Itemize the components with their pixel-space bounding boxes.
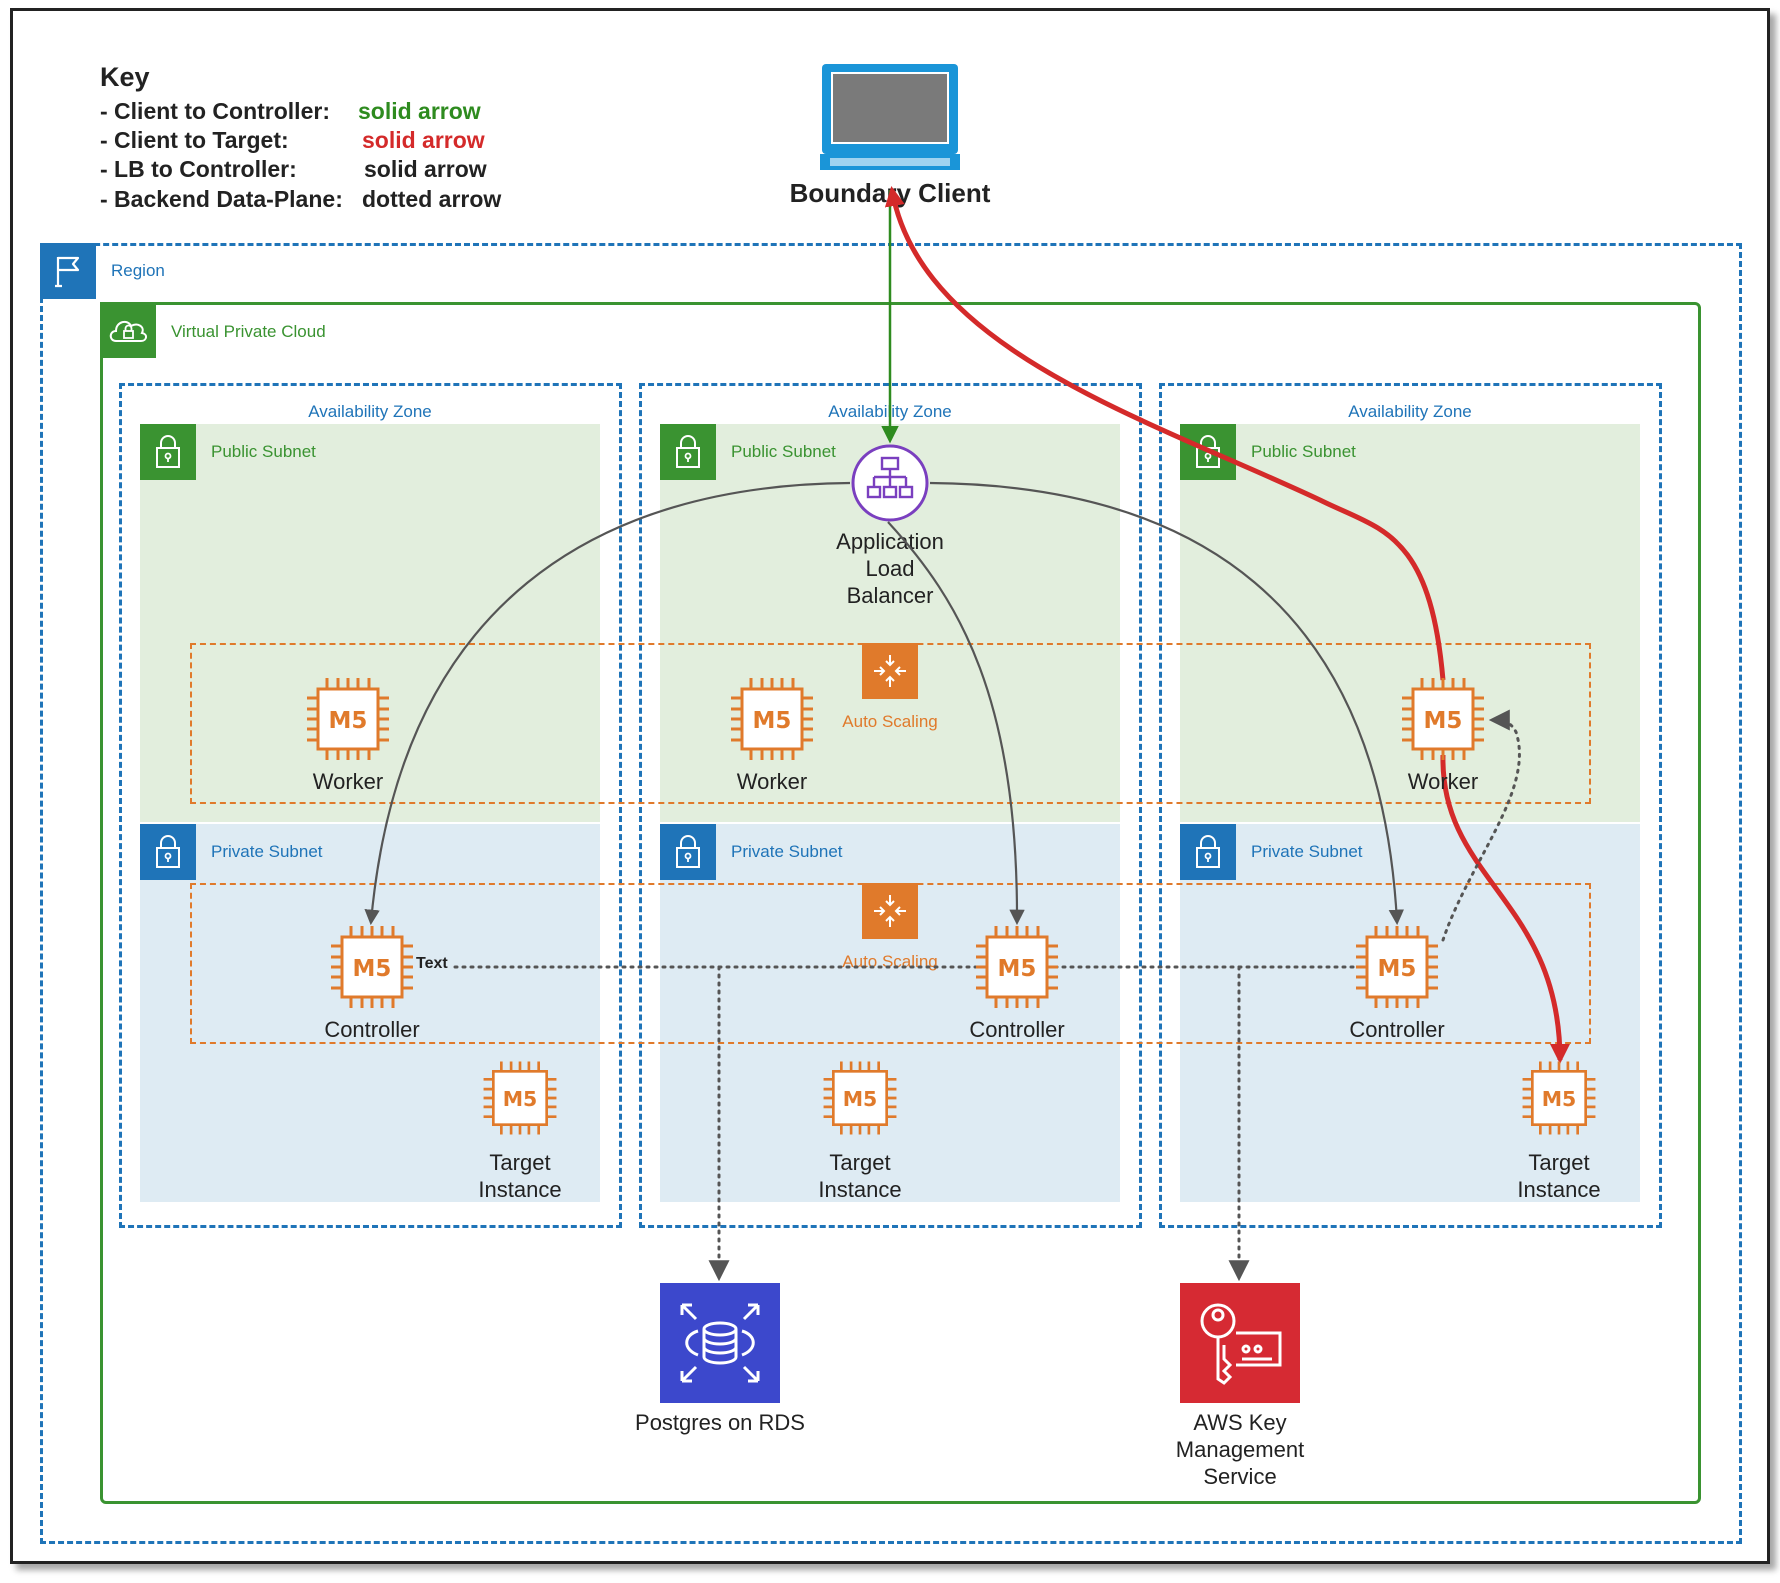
controller-auto-scaling-label: Auto Scaling [842,952,938,971]
legend-label-data-plane: - Backend Data-Plane: [100,186,343,212]
private-subnet-1-label: Private Subnet [211,842,323,861]
instance-type-text: M5 [753,708,792,734]
worker-3-label: Worker [1407,769,1479,794]
kms-label-line1: AWS Key [1193,1410,1287,1435]
rds-label: Postgres on RDS [635,1410,805,1435]
instance-type-text: M5 [503,1087,538,1111]
target-3-label-line1: Target [1528,1150,1590,1175]
vpc-label: Virtual Private Cloud [171,322,326,341]
legend-value-client-controller: solid arrow [358,98,481,124]
worker-auto-scaling-label: Auto Scaling [842,712,938,731]
instance-type-text: M5 [353,956,392,982]
legend-title: Key [100,62,150,92]
instance-type-text: M5 [1542,1087,1577,1111]
diagram-frame [10,8,1770,1564]
target-2-label-line1: Target [829,1150,891,1175]
target-2-label-line2: Instance [818,1177,902,1202]
lock-icon [140,424,196,480]
laptop-icon [820,62,960,182]
instance-type-text: M5 [329,708,368,734]
auto-scaling-icon [862,883,918,939]
boundary-client-label: Boundary Client [789,178,991,208]
controller-3-label: Controller [1349,1017,1445,1042]
instance-type-text: M5 [843,1087,878,1111]
availability-zone-1-label: Availability Zone [308,402,432,421]
legend-value-client-target: solid arrow [362,127,485,153]
instance-type-text: M5 [1378,956,1417,982]
load-balancer-label-line2: Load [865,556,915,581]
ec2-m5-icon: M5 [1398,674,1488,764]
ec2-m5-icon: M5 [327,922,417,1012]
private-subnet-3-label: Private Subnet [1251,842,1363,861]
load-balancer-icon [850,443,930,523]
public-subnet-2-label: Public Subnet [731,442,836,461]
worker-1-label: Worker [312,769,384,794]
ec2-m5-icon: M5 [1352,922,1442,1012]
instance-type-text: M5 [998,956,1037,982]
availability-zone-3-label: Availability Zone [1348,402,1472,421]
load-balancer-label-line1: Application [836,529,944,554]
legend-label-client-target: - Client to Target: [100,127,289,153]
ec2-m5-icon: M5 [480,1058,560,1138]
ec2-m5-icon: M5 [303,674,393,764]
load-balancer-label-line3: Balancer [846,583,934,608]
ec2-m5-icon: M5 [972,922,1062,1012]
lock-icon [660,824,716,880]
stray-text-label: Text [416,955,448,972]
vpc-cloud-icon [100,302,156,358]
auto-scaling-icon [862,643,918,699]
target-1-label-line2: Instance [478,1177,562,1202]
kms-label-line3: Service [1203,1464,1277,1489]
kms-label-line2: Management [1175,1437,1305,1462]
legend-label-client-controller: - Client to Controller: [100,98,330,124]
legend-value-data-plane: dotted arrow [362,186,502,212]
ec2-m5-icon: M5 [727,674,817,764]
ec2-m5-icon: M5 [1519,1058,1599,1138]
kms-key-icon [1180,1283,1300,1403]
legend-label-lb-controller: - LB to Controller: [100,156,297,182]
target-1-label-line1: Target [489,1150,551,1175]
controller-2-label: Controller [969,1017,1065,1042]
availability-zone-2-label: Availability Zone [828,402,952,421]
ec2-m5-icon: M5 [820,1058,900,1138]
lock-icon [140,824,196,880]
rds-database-icon [660,1283,780,1403]
public-subnet-3-label: Public Subnet [1251,442,1356,461]
private-subnet-2-label: Private Subnet [731,842,843,861]
region-flag-icon [40,243,96,299]
lock-icon [1180,824,1236,880]
lock-icon [1180,424,1236,480]
lock-icon [660,424,716,480]
controller-1-label: Controller [324,1017,420,1042]
region-label: Region [111,261,165,280]
legend-value-lb-controller: solid arrow [364,156,487,182]
target-3-label-line2: Instance [1517,1177,1601,1202]
worker-2-label: Worker [736,769,808,794]
public-subnet-1-label: Public Subnet [211,442,316,461]
instance-type-text: M5 [1424,708,1463,734]
